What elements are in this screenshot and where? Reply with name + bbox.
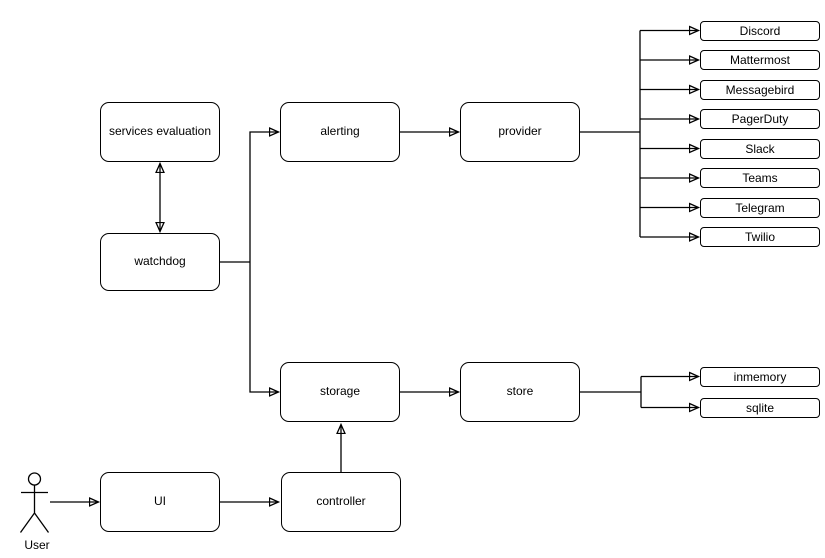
- node-telegram: Telegram: [700, 197, 820, 218]
- node-discord: Discord: [700, 20, 820, 41]
- node-inmemory: inmemory: [700, 366, 820, 387]
- edge-watchdog-alerting: [249, 132, 279, 262]
- node-teams: Teams: [700, 168, 820, 188]
- node-watchdog: watchdog: [100, 233, 220, 291]
- node-provider: provider: [460, 102, 580, 162]
- node-mattermost: Mattermost: [700, 50, 820, 70]
- node-store: store: [460, 362, 580, 422]
- edge-watchdog-storage: [249, 262, 279, 392]
- user-actor-icon: [19, 472, 50, 533]
- node-pagerduty: PagerDuty: [700, 109, 820, 129]
- node-alerting: alerting: [280, 102, 400, 162]
- node-ui: UI: [100, 472, 220, 532]
- node-slack: Slack: [700, 138, 820, 159]
- node-twilio: Twilio: [700, 227, 820, 247]
- node-services-evaluation: services evaluation: [100, 102, 220, 162]
- node-sqlite: sqlite: [700, 397, 820, 418]
- edge-provider-trunk: [580, 30, 641, 237]
- node-controller: controller: [281, 472, 401, 532]
- user-actor-label: User: [24, 538, 50, 552]
- node-storage: storage: [280, 362, 400, 422]
- edge-store-trunk: [580, 376, 642, 408]
- node-messagebird: Messagebird: [700, 79, 820, 100]
